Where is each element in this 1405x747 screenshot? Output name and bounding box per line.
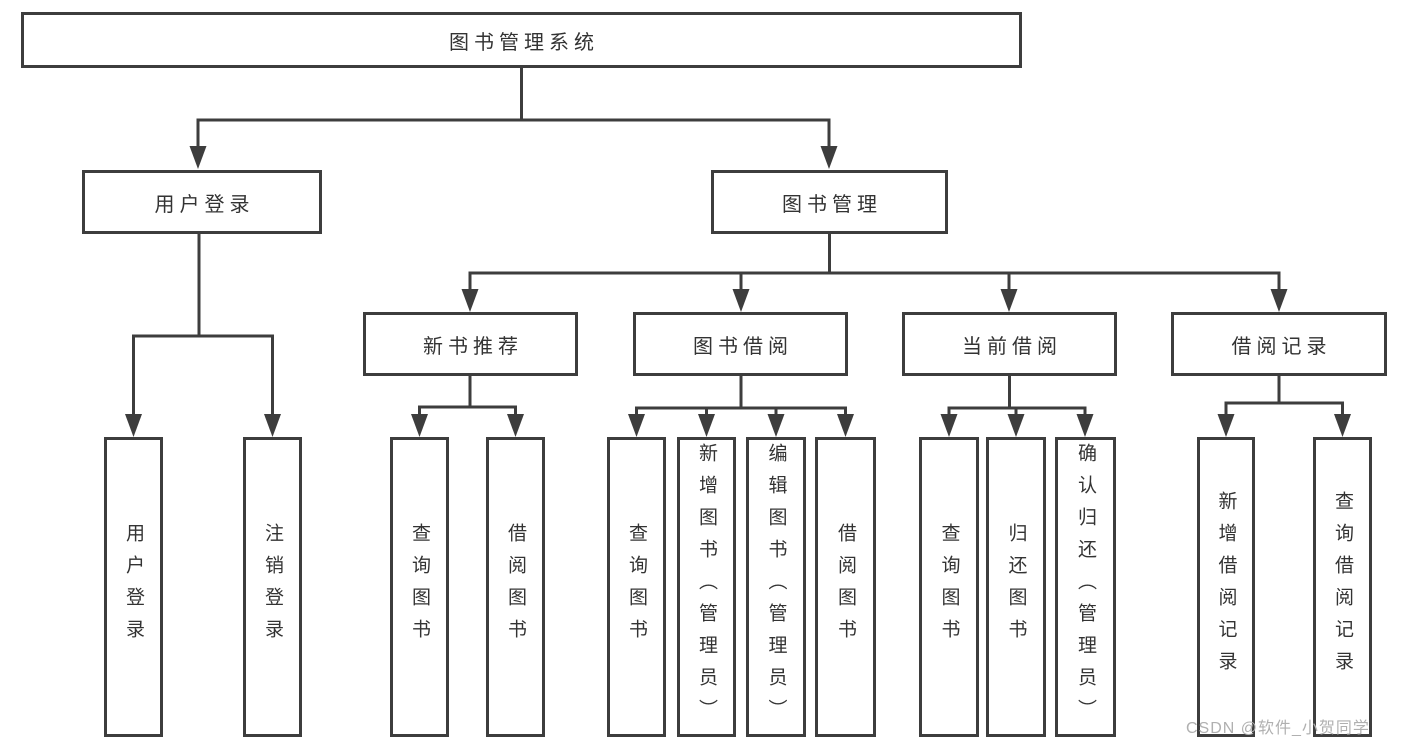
leaf-label: 用户登录 [123,523,144,651]
connector-records-to-leaves [1224,374,1344,417]
arrow-down-icon [767,414,785,437]
leaf-book-borrowing-1: 新增图书（管理员） [677,437,736,737]
arrow-down-icon [940,414,958,437]
leaf-label: 新增借阅记录 [1215,491,1237,683]
watermark: CSDN @软件_小贺同学 [1186,720,1370,737]
leaf-current-borrowing-2: 确认归还（管理员） [1055,437,1116,737]
arrow-down-icon [628,414,645,437]
node-root: 图书管理系统 [21,12,1022,68]
connector-newbook-to-leaves [418,374,517,417]
arrow-down-icon [698,414,715,437]
arrow-down-icon [264,414,281,437]
leaf-label: 查询借阅记录 [1332,491,1353,683]
leaf-borrowing-records-1: 查询借阅记录 [1313,437,1372,737]
arrow-down-icon [461,289,479,312]
connector-root-to-level2 [196,66,831,148]
arrow-down-icon [732,289,750,312]
arrow-down-icon [189,146,207,169]
connector-current-to-leaves [947,374,1087,417]
connector-userlogin-to-leaves [132,232,274,417]
arrow-down-icon [1076,414,1094,437]
leaf-book-borrowing-2: 编辑图书（管理员） [746,437,806,737]
connector-borrowing-to-leaves [635,374,847,417]
arrow-down-icon [1270,289,1288,312]
leaf-book-borrowing-0: 查询图书 [607,437,666,737]
leaf-current-borrowing-0: 查询图书 [919,437,979,737]
leaf-user-login-0: 用户登录 [104,437,163,737]
arrow-down-icon [837,414,854,437]
arrow-down-icon [125,414,142,437]
arrow-down-icon [1000,289,1018,312]
leaf-label: 确认归还（管理员） [1075,443,1096,731]
connector-bookmgmt-to-level3 [468,232,1281,292]
leaf-label: 编辑图书（管理员） [765,443,787,731]
leaf-book-borrowing-3: 借阅图书 [815,437,876,737]
leaf-current-borrowing-1: 归还图书 [986,437,1046,737]
arrow-down-icon [1334,414,1351,437]
node-book-borrowing-label: 图书借阅 [693,335,793,358]
arrow-down-icon [507,414,524,437]
leaf-label: 归还图书 [1005,523,1027,651]
leaf-label: 新增图书（管理员） [696,443,717,731]
arrow-down-icon [1217,414,1235,437]
leaf-label: 注销登录 [262,523,283,651]
node-new-book-recommend: 新书推荐 [363,312,578,376]
node-book-management-label: 图书管理 [782,193,882,216]
leaf-new-book-0: 查询图书 [390,437,449,737]
node-borrowing-records: 借阅记录 [1171,312,1387,376]
leaf-label: 借阅图书 [835,523,856,651]
node-new-book-recommend-label: 新书推荐 [423,335,523,358]
node-current-borrowing: 当前借阅 [902,312,1117,376]
node-current-borrowing-label: 当前借阅 [962,335,1062,358]
node-user-login: 用户登录 [82,170,322,234]
node-book-management: 图书管理 [711,170,948,234]
leaf-label: 查询图书 [626,523,647,651]
leaf-user-login-1: 注销登录 [243,437,302,737]
node-root-label: 图书管理系统 [449,31,599,54]
node-user-login-label: 用户登录 [154,193,255,216]
leaf-label: 查询图书 [938,523,960,651]
node-book-borrowing: 图书借阅 [633,312,848,376]
arrow-down-icon [1007,414,1025,437]
leaf-label: 查询图书 [409,523,430,651]
leaf-new-book-1: 借阅图书 [486,437,545,737]
leaf-label: 借阅图书 [505,523,526,651]
arrow-down-icon [411,414,428,437]
leaf-borrowing-records-0: 新增借阅记录 [1197,437,1255,737]
arrow-down-icon [820,146,838,169]
node-borrowing-records-label: 借阅记录 [1231,335,1332,358]
